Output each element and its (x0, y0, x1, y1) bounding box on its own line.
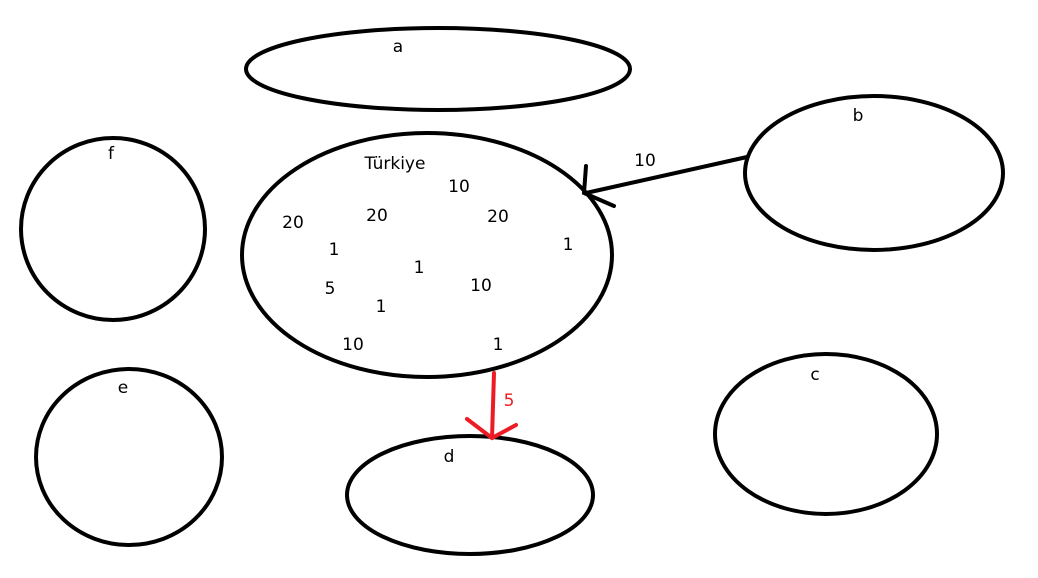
inner-number: 10 (448, 177, 470, 197)
node-b: b (743, 94, 1005, 252)
inner-number: 1 (376, 297, 387, 317)
edge-turkiye-to-d-weight: 5 (504, 391, 515, 411)
node-b-label: b (853, 106, 864, 126)
inner-number: 5 (325, 279, 336, 299)
node-d-label: d (444, 447, 455, 467)
node-a-label: a (393, 37, 403, 57)
inner-number: 1 (493, 335, 504, 355)
inner-number: 10 (342, 335, 364, 355)
node-turkiye: Türkiye 10 20 20 20 1 1 1 5 10 1 10 1 (240, 131, 614, 379)
inner-number: 20 (282, 213, 304, 233)
edge-turkiye-to-d-arrowhead (465, 417, 518, 441)
node-c: c (713, 352, 939, 516)
edge-turkiye-to-d-line (490, 371, 496, 440)
node-f: f (19, 136, 207, 322)
inner-number: 1 (563, 235, 574, 255)
node-e-shape (34, 367, 224, 547)
node-a: a (244, 26, 632, 112)
node-turkiye-label: Türkiye (364, 154, 426, 174)
node-d-shape (345, 434, 595, 556)
inner-number: 1 (414, 258, 425, 278)
inner-number: 20 (487, 207, 509, 227)
node-a-shape (244, 26, 632, 112)
node-c-label: c (810, 365, 819, 385)
edge-b-to-turkiye-weight: 10 (634, 151, 656, 171)
node-e: e (34, 367, 224, 547)
node-turkiye-shape (240, 131, 614, 379)
edge-turkiye-to-d: 5 (465, 371, 518, 441)
node-b-shape (743, 94, 1005, 252)
edge-b-to-turkiye-arrowhead (581, 164, 616, 208)
node-d: d (345, 434, 595, 556)
node-e-label: e (118, 378, 128, 398)
node-f-label: f (108, 144, 115, 164)
inner-number: 1 (329, 240, 340, 260)
node-c-shape (713, 352, 939, 516)
edge-b-to-turkiye: 10 (581, 151, 749, 208)
edge-b-to-turkiye-line (584, 155, 749, 195)
inner-number: 20 (366, 206, 388, 226)
inner-number: 10 (470, 276, 492, 296)
node-f-shape (19, 136, 207, 322)
